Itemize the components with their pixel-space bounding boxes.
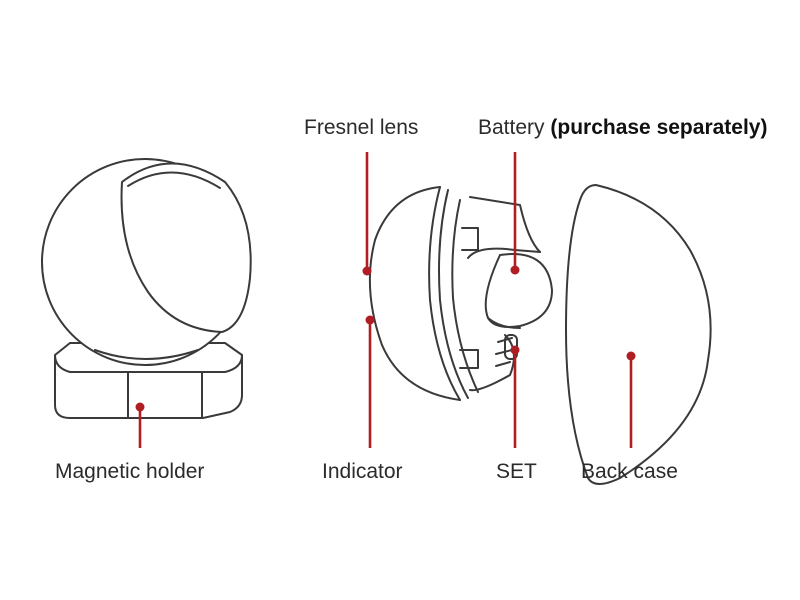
label-set-text: SET xyxy=(496,460,537,483)
set-callout-dot xyxy=(510,345,520,355)
fresnel-lens-callout-dot xyxy=(362,266,372,276)
label-magnetic-holder-text: Magnetic holder xyxy=(55,460,205,483)
label-fresnel-lens: Fresnel lens xyxy=(304,117,418,138)
sensor-ball-assembled xyxy=(41,158,252,366)
label-back-case: Back case xyxy=(581,461,678,482)
label-battery: Battery (purchase separately) xyxy=(478,117,767,138)
sensor-front-dome xyxy=(368,186,553,401)
label-indicator-text: Indicator xyxy=(322,460,403,483)
battery-callout-dot xyxy=(510,265,520,275)
back-case-callout-dot xyxy=(626,351,636,361)
indicator-callout-dot xyxy=(365,315,375,325)
label-battery-note: (purchase separately) xyxy=(550,116,768,139)
label-indicator: Indicator xyxy=(322,461,403,482)
back-case-shell xyxy=(565,184,712,485)
label-magnetic-holder: Magnetic holder xyxy=(55,461,204,482)
magnetic-holder-base xyxy=(54,342,243,419)
magnetic-holder-callout-dot xyxy=(135,402,145,412)
label-fresnel-lens-text: Fresnel lens xyxy=(304,116,419,139)
label-back-case-text: Back case xyxy=(581,460,678,483)
label-battery-text: Battery xyxy=(478,116,545,139)
label-set: SET xyxy=(496,461,537,482)
